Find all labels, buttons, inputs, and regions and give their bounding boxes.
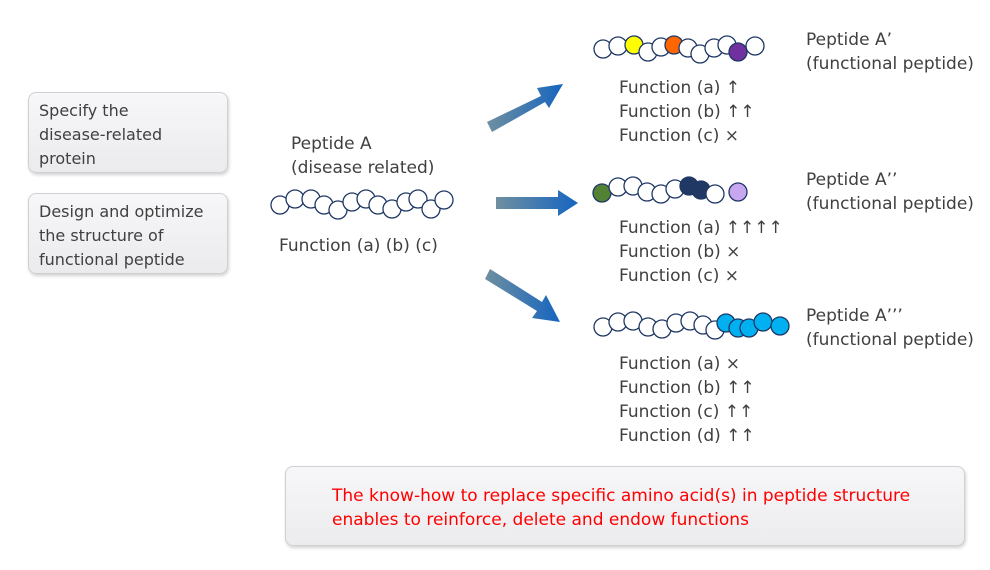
step-box-design-optimize: Design and optimize the structure of fun… [28, 193, 228, 274]
bead [408, 189, 428, 209]
arrow-right-icon [496, 190, 578, 216]
peptide-a1-chain [593, 35, 765, 64]
peptide-a-functions: Function (a) (b) (c) [279, 236, 438, 256]
peptide-a-subtitle: (disease related) [291, 158, 435, 178]
function-line: Function (c) × [619, 266, 739, 286]
peptide-a1-name: Peptide A’ [806, 30, 892, 50]
step-line: protein [39, 149, 96, 168]
arrow-up-right-icon [487, 84, 563, 132]
peptide-a2-label: Peptide A’’ (functional peptide) [806, 168, 974, 216]
bead [434, 190, 454, 210]
peptide-a1-subtitle: (functional peptide) [806, 54, 974, 74]
function-line: Function (c) ↑↑ [619, 402, 754, 422]
peptide-a-chain [270, 189, 454, 220]
peptide-a-name: Peptide A [291, 134, 372, 154]
function-line: Function (b) ↑↑ [619, 102, 755, 122]
peptide-a3-name: Peptide A’’’ [806, 306, 903, 326]
peptide-a2-subtitle: (functional peptide) [806, 194, 974, 214]
peptide-a3-functions: Function (a) × Function (b) ↑↑ Function … [619, 352, 755, 448]
peptide-a3-chain [593, 311, 790, 340]
function-line: Function (a) ↑ [619, 78, 741, 98]
arrow-down-right-icon [485, 269, 560, 322]
step-box-specify-protein: Specify the disease-related protein [28, 92, 228, 173]
note-line: enables to reinforce, delete and endow f… [332, 510, 749, 530]
bead [728, 42, 748, 62]
peptide-a2-name: Peptide A’’ [806, 170, 898, 190]
function-line: Function (b) × [619, 242, 741, 262]
peptide-a1-label: Peptide A’ (functional peptide) [806, 28, 974, 76]
peptide-a1-functions: Function (a) ↑ Function (b) ↑↑ Function … [619, 76, 755, 148]
peptide-a3-subtitle: (functional peptide) [806, 330, 974, 350]
bead [608, 36, 628, 56]
bead [285, 189, 305, 209]
bead [745, 36, 765, 56]
note-line: The know-how to replace specific amino a… [332, 486, 911, 506]
function-line: Function (b) ↑↑ [619, 378, 755, 398]
peptide-a-label: Peptide A (disease related) [291, 132, 434, 180]
function-line: Function (a) × [619, 354, 741, 374]
bead [705, 184, 725, 204]
bead [770, 316, 790, 336]
step-line: disease-related [39, 125, 163, 144]
peptide-a3-label: Peptide A’’’ (functional peptide) [806, 304, 974, 352]
function-line: Function (a) ↑↑↑↑ [619, 218, 783, 238]
bead [728, 182, 748, 202]
peptide-a2-functions: Function (a) ↑↑↑↑ Function (b) × Functio… [619, 216, 783, 288]
bead [592, 183, 612, 203]
bead [753, 312, 773, 332]
function-line: Function (d) ↑↑ [619, 426, 755, 446]
know-how-note-box: The know-how to replace specific amino a… [285, 466, 965, 546]
peptide-a2-chain [592, 176, 748, 204]
function-line: Function (c) × [619, 126, 739, 146]
step-line: the structure of [39, 226, 164, 245]
step-line: Specify the [39, 101, 129, 120]
step-line: Design and optimize [39, 202, 204, 221]
step-line: functional peptide [39, 250, 185, 269]
